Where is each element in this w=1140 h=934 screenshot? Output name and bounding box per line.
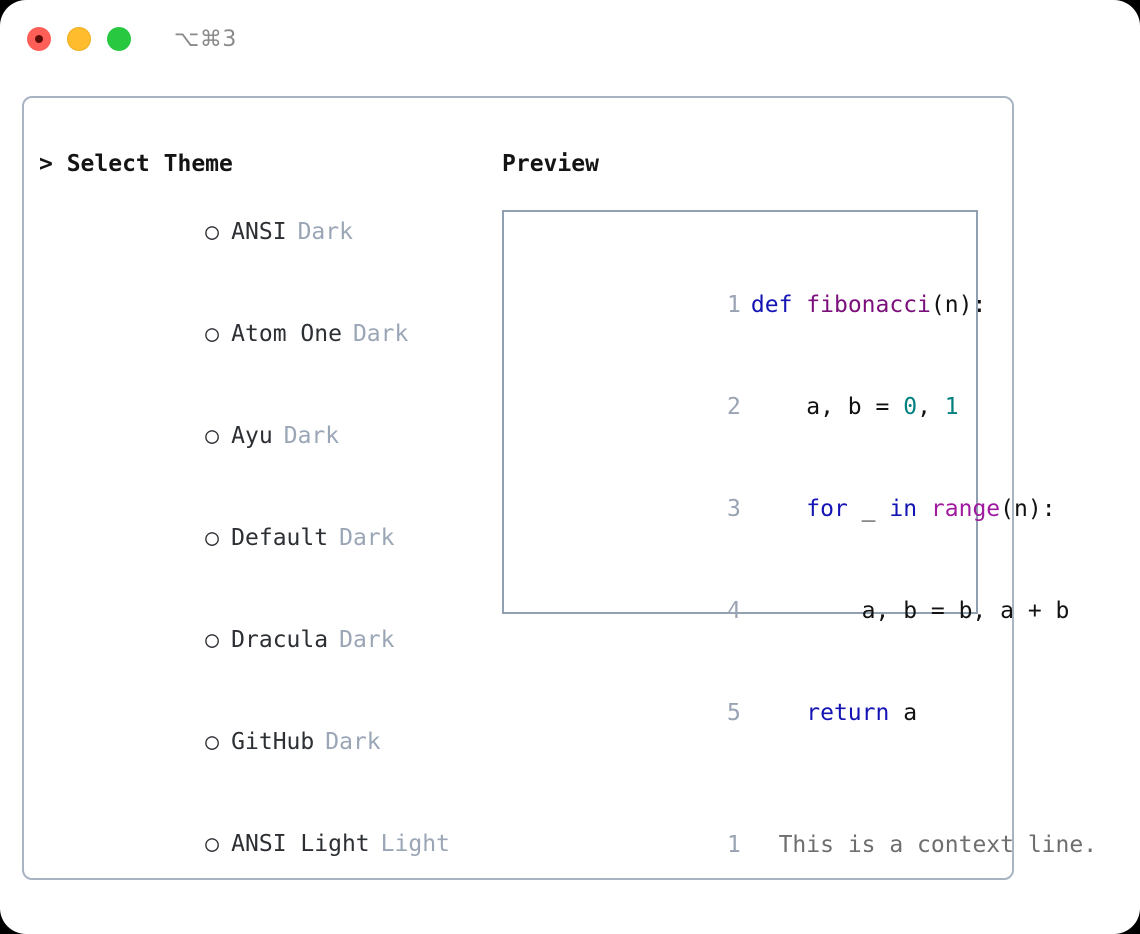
radio-icon: ○ bbox=[205, 423, 220, 449]
theme-option-default-dark[interactable]: ○ Default Dark bbox=[39, 487, 479, 589]
code-token: a bbox=[889, 700, 918, 726]
code-token: (n): bbox=[1000, 496, 1056, 522]
theme-option-label: Default bbox=[231, 525, 329, 551]
code-token bbox=[917, 496, 931, 522]
theme-option-label: Atom One bbox=[231, 321, 342, 347]
theme-option-tag: Dark bbox=[325, 729, 381, 755]
code-token: def bbox=[750, 292, 793, 318]
code-line: 2 a, b = 0, 1 bbox=[522, 356, 968, 458]
line-number: 5 bbox=[727, 700, 741, 726]
radio-icon: ○ bbox=[205, 929, 231, 934]
close-inner-dot bbox=[35, 35, 43, 43]
code-token: return bbox=[806, 700, 890, 726]
code-line: 4 a, b = b, a + b bbox=[522, 560, 1069, 662]
radio-icon: ○ bbox=[205, 219, 220, 245]
code-token: a, b = bbox=[750, 394, 904, 420]
theme-option-ansi-dark[interactable]: ○ ANSI Dark bbox=[39, 181, 479, 283]
theme-option-label: Ayu bbox=[231, 423, 273, 449]
code-token: , bbox=[917, 394, 945, 420]
theme-option-label: Dracula bbox=[231, 627, 329, 653]
code-token bbox=[751, 700, 806, 726]
theme-option-atom-one-dark[interactable]: ○ Atom One Dark bbox=[39, 283, 479, 385]
code-token: in bbox=[889, 496, 918, 522]
line-number: 3 bbox=[727, 496, 741, 522]
radio-icon: ○ bbox=[205, 831, 220, 857]
theme-option-label: ANSI bbox=[231, 219, 287, 245]
code-token: 0 bbox=[903, 394, 918, 420]
radio-icon: ○ bbox=[205, 525, 220, 551]
theme-option-label: ANSI Light bbox=[231, 831, 370, 857]
line-number: 2 bbox=[716, 930, 751, 934]
theme-option-dracula-dark[interactable]: ○ Dracula Dark bbox=[39, 589, 479, 691]
code-token: 1 bbox=[944, 394, 959, 420]
diff-marker bbox=[751, 832, 779, 858]
close-button-icon[interactable] bbox=[27, 27, 51, 51]
code-token bbox=[751, 496, 806, 522]
preview-title: Preview bbox=[502, 151, 599, 177]
title-bar: ⌥⌘3 bbox=[0, 0, 1140, 78]
code-token: a, b = b, a + b bbox=[750, 598, 1070, 624]
code-token: (n): bbox=[930, 292, 987, 318]
theme-option-tag: Dark bbox=[297, 219, 353, 245]
diff-line-context: 1 This is a context line. bbox=[522, 794, 1097, 896]
radio-icon: ○ bbox=[205, 729, 220, 755]
code-line: 3 for _ in range(n): bbox=[522, 458, 1056, 560]
zoom-button-icon[interactable] bbox=[107, 27, 131, 51]
diff-line-deleted: 2- This line was deleted. bbox=[522, 896, 968, 934]
theme-option-ayu-dark[interactable]: ○ Ayu Dark bbox=[39, 385, 479, 487]
spacer bbox=[522, 764, 968, 794]
theme-option-tag: Dark bbox=[283, 423, 340, 449]
code-token bbox=[792, 292, 806, 318]
theme-option-ansi-light[interactable]: ○ ANSI Light Light bbox=[39, 793, 479, 895]
theme-option-tag: Dark bbox=[339, 627, 395, 653]
theme-option-tag: Dark bbox=[352, 321, 409, 347]
theme-option-label: GitHub bbox=[231, 729, 315, 755]
theme-option-tag: Light bbox=[380, 831, 450, 857]
code-line: 1 def fibonacci(n): bbox=[522, 254, 986, 356]
code-token: for bbox=[806, 496, 848, 522]
radio-icon: ○ bbox=[205, 321, 220, 347]
diff-text: This is a context line. bbox=[778, 832, 1098, 858]
line-number: 2 bbox=[727, 394, 741, 420]
code-line: 5 return a bbox=[522, 662, 968, 764]
minimize-button-icon[interactable] bbox=[67, 27, 91, 51]
code-token: _ bbox=[847, 496, 890, 522]
theme-option-github-dark[interactable]: ○ GitHub Dark bbox=[39, 691, 479, 793]
select-theme-header: > Select Theme bbox=[39, 151, 233, 177]
shortcut-label: ⌥⌘3 bbox=[174, 26, 237, 52]
line-number: 4 bbox=[727, 598, 741, 624]
code-token: range bbox=[930, 496, 1001, 522]
line-number: 1 bbox=[727, 292, 741, 318]
window-controls bbox=[27, 27, 131, 51]
line-number: 1 bbox=[727, 832, 741, 858]
radio-icon: ○ bbox=[205, 627, 220, 653]
code-token: fibonacci bbox=[806, 292, 931, 318]
theme-option-tag: Dark bbox=[339, 525, 395, 551]
